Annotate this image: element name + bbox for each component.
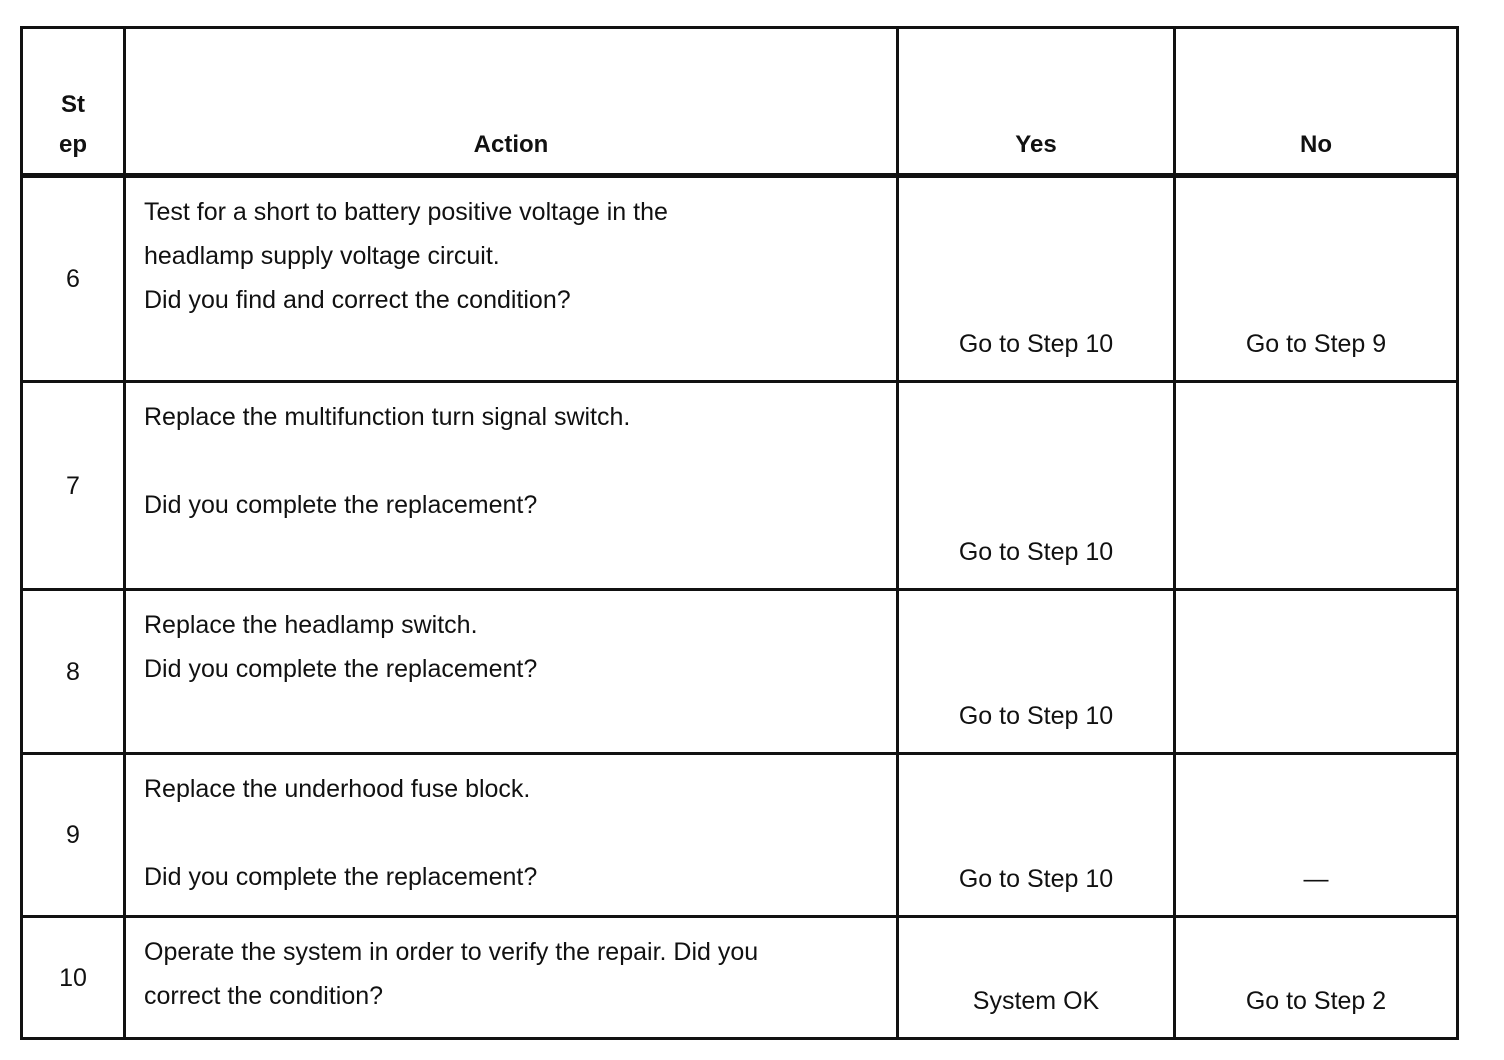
header-no: No	[1173, 26, 1459, 178]
header-action: Action	[123, 26, 899, 178]
table-row: 6 Test for a short to battery positive v…	[20, 174, 1459, 383]
action-cell: Replace the headlamp switch. Did you com…	[123, 588, 899, 755]
action-line: Replace the headlamp switch.	[144, 611, 478, 639]
action-line: Replace the multifunction turn signal sw…	[144, 403, 631, 431]
action-cell: Operate the system in order to verify th…	[123, 915, 899, 1040]
action-line: Did you complete the replacement?	[144, 863, 538, 891]
header-step-line1: St	[61, 91, 85, 118]
table-row: 8 Replace the headlamp switch. Did you c…	[20, 588, 1459, 755]
action-line: Test for a short to battery positive vol…	[144, 198, 668, 226]
step-number: 9	[20, 752, 126, 918]
diagnostic-table: St ep Action Yes No 6 Test for a short t…	[20, 26, 1459, 1040]
header-step-line2: ep	[58, 131, 87, 158]
action-line: Did you find and correct the condition?	[144, 286, 571, 314]
action-line: Did you complete the replacement?	[144, 491, 538, 519]
diagnostic-page: St ep Action Yes No 6 Test for a short t…	[20, 26, 1459, 1040]
table-row: 9 Replace the underhood fuse block. Did …	[20, 752, 1459, 918]
action-line: correct the condition?	[144, 982, 384, 1010]
no-outcome	[1173, 588, 1459, 755]
yes-outcome: Go to Step 10	[896, 588, 1176, 755]
step-number: 10	[20, 915, 126, 1040]
no-outcome	[1173, 380, 1459, 591]
step-number: 8	[20, 588, 126, 755]
header-step: St ep	[20, 26, 126, 178]
step-number: 6	[20, 174, 126, 383]
action-cell: Test for a short to battery positive vol…	[123, 174, 899, 383]
yes-outcome: System OK	[896, 915, 1176, 1040]
action-line: Operate the system in order to verify th…	[144, 938, 759, 966]
action-line: headlamp supply voltage circuit.	[144, 242, 500, 270]
yes-outcome: Go to Step 10	[896, 380, 1176, 591]
step-number: 7	[20, 380, 126, 591]
no-outcome: Go to Step 2	[1173, 915, 1459, 1040]
table-row: 10 Operate the system in order to verify…	[20, 915, 1459, 1040]
yes-outcome: Go to Step 10	[896, 174, 1176, 383]
table-row: 7 Replace the multifunction turn signal …	[20, 380, 1459, 591]
no-outcome: —	[1173, 752, 1459, 918]
header-yes: Yes	[896, 26, 1176, 178]
table-header-row: St ep Action Yes No	[20, 26, 1459, 178]
no-outcome: Go to Step 9	[1173, 174, 1459, 383]
action-cell: Replace the multifunction turn signal sw…	[123, 380, 899, 591]
action-line: Replace the underhood fuse block.	[144, 775, 531, 803]
action-cell: Replace the underhood fuse block. Did yo…	[123, 752, 899, 918]
action-line: Did you complete the replacement?	[144, 655, 538, 683]
yes-outcome: Go to Step 10	[896, 752, 1176, 918]
